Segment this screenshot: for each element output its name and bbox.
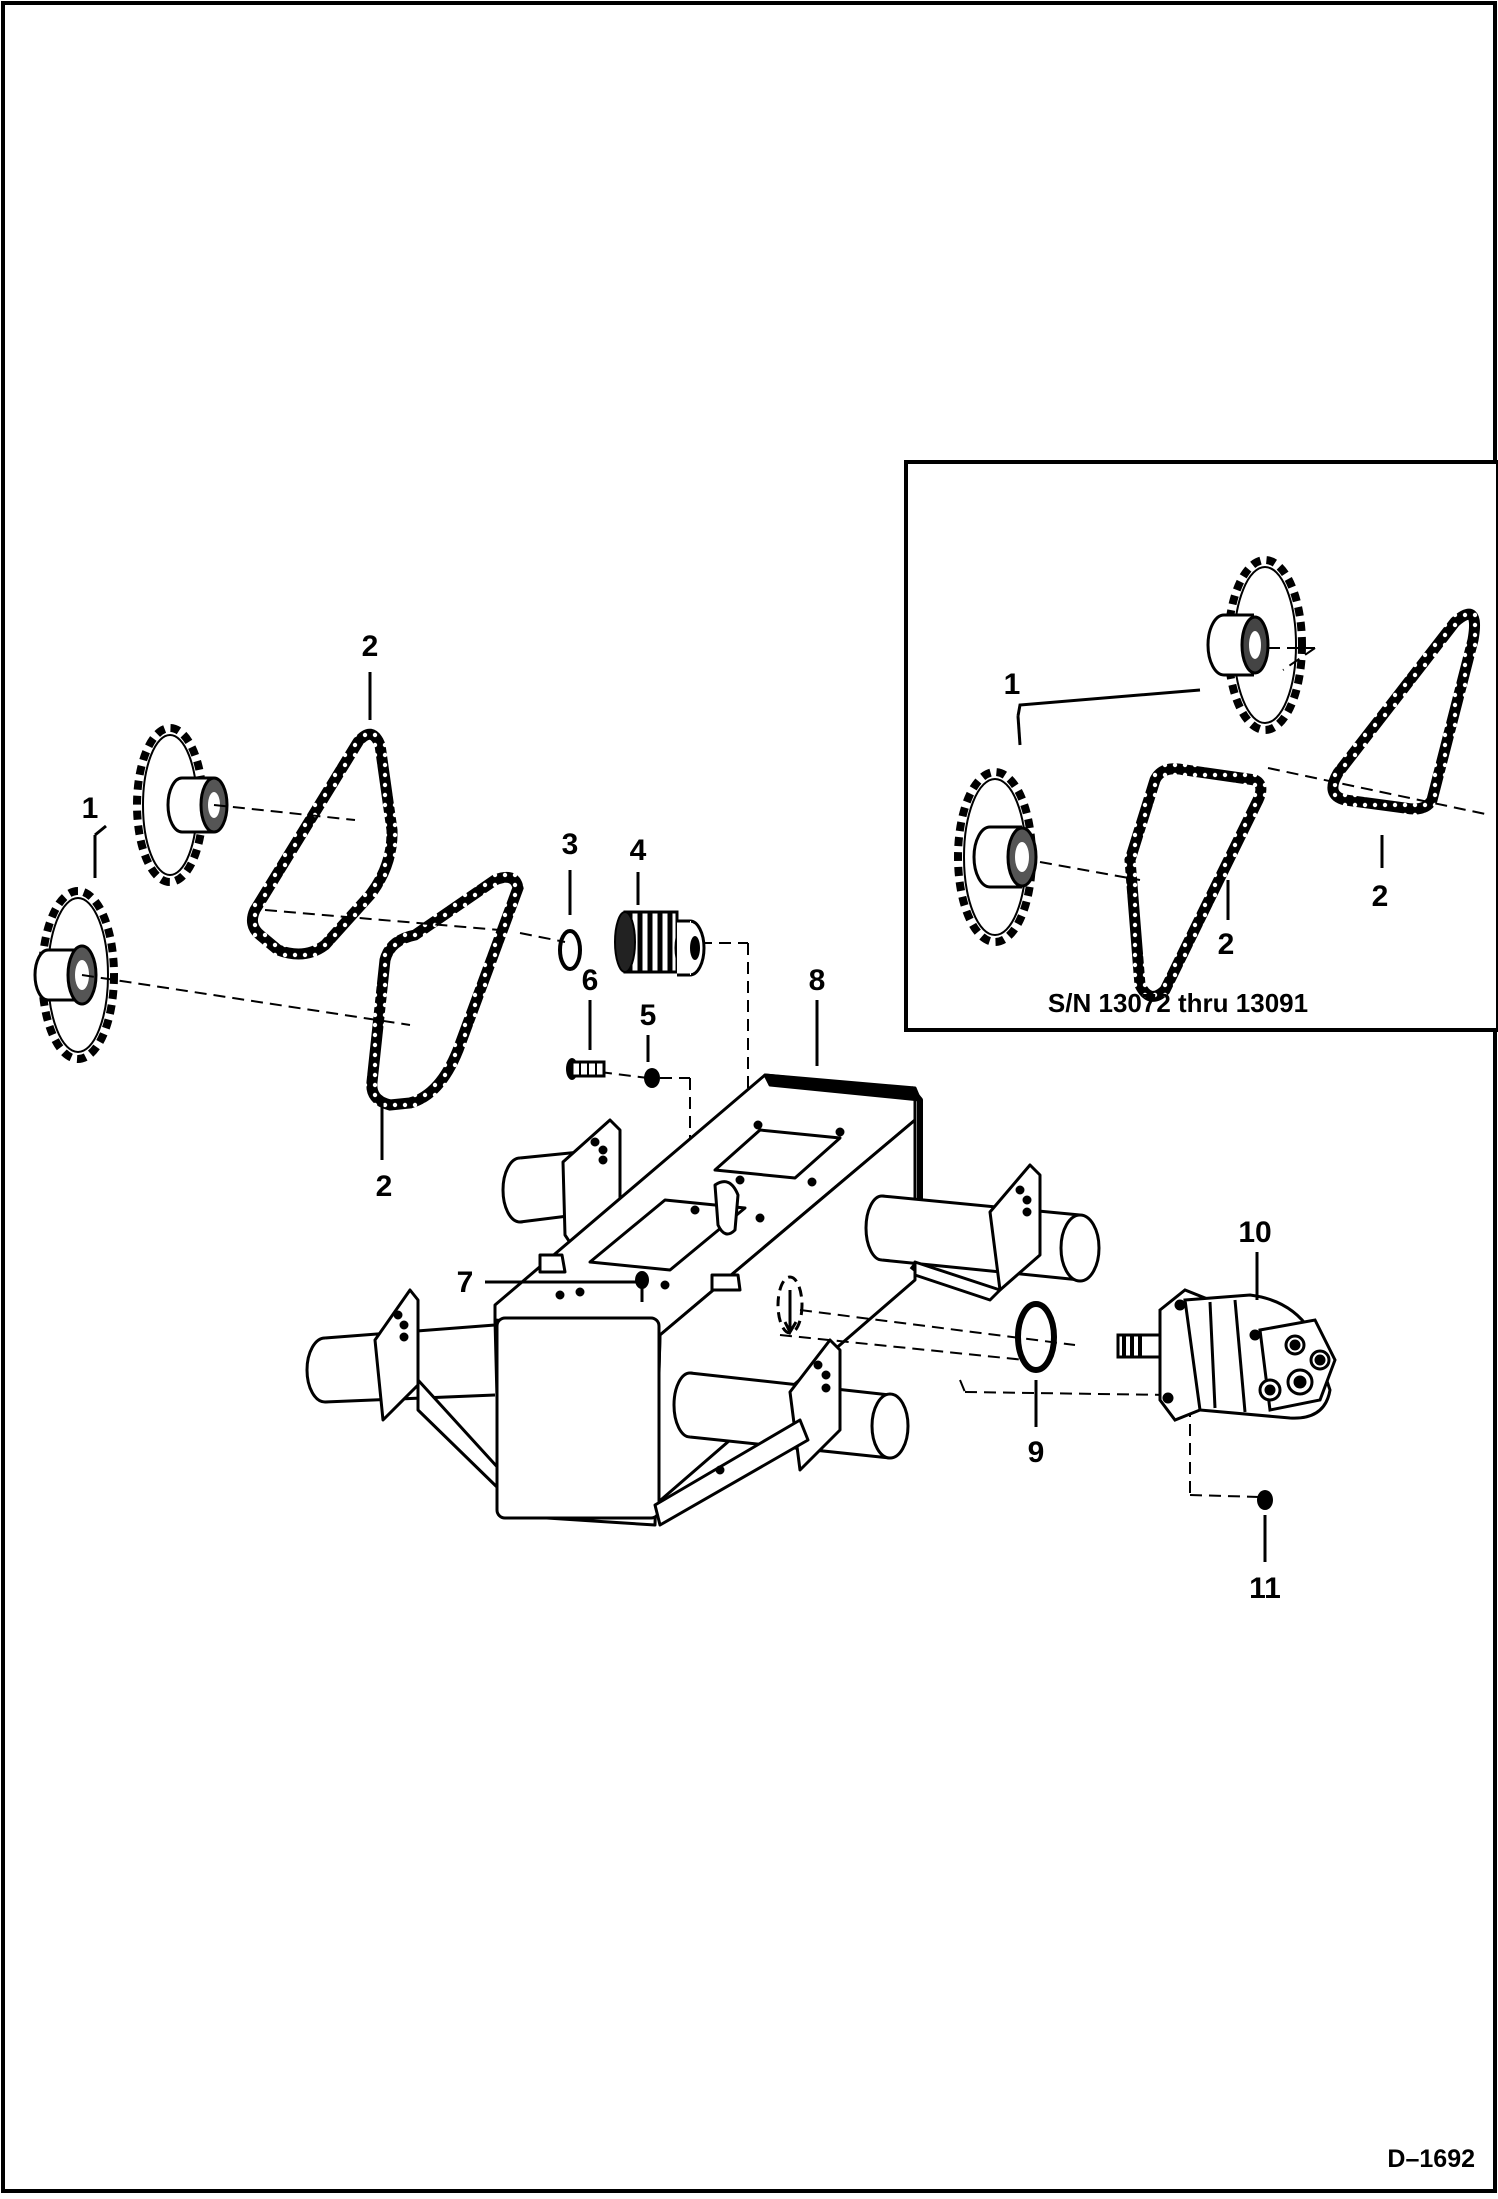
callout-2-upper: 2 [362,630,379,663]
bolt [566,1058,606,1080]
drive-gear [614,910,706,977]
inset-caption: S/N 13072 thru 13091 [1048,988,1308,1018]
sprocket-lower [33,887,118,1063]
hydraulic-motor [1116,1288,1337,1422]
drive-chain-lower [366,871,524,1111]
o-ring [1015,1301,1057,1373]
inset-sprocket-upper [1206,556,1306,734]
callout-3: 3 [562,828,579,861]
inset-panel: 1 2 2 S/N 13072 thru 13091 [904,460,1498,1032]
callout-10: 10 [1238,1216,1271,1249]
inset-callout-2-left: 2 [1218,928,1235,961]
drive-chain-upper [246,728,398,960]
lock-nut [644,1068,660,1088]
snap-ring [558,929,582,971]
inset-chain-right [1327,608,1480,815]
inset-sprocket-lower [954,768,1038,946]
callout-8: 8 [809,964,826,997]
inset-callout-1: 1 [1004,668,1021,701]
sprocket-upper [133,724,229,886]
callout-5: 5 [640,999,657,1032]
callout-11: 11 [1249,1572,1281,1605]
inset-leader-1 [1016,688,1201,717]
callout-9: 9 [1028,1436,1045,1469]
main-frame [305,1073,1101,1527]
shaft-seal [776,1275,804,1336]
motor-nut [1257,1490,1273,1510]
inset-chain-left [1124,763,1267,1002]
callout-4: 4 [630,834,647,867]
inset-border [904,460,1498,1032]
callout-7: 7 [457,1266,474,1299]
drawing-number: D–1692 [1387,2145,1475,2173]
callout-6: 6 [582,964,599,997]
callout-1: 1 [82,792,99,825]
callout-2-lower: 2 [376,1170,393,1203]
grease-fitting [635,1271,649,1302]
inset-callout-2-right: 2 [1372,880,1389,913]
leader-lines [93,672,1267,1562]
